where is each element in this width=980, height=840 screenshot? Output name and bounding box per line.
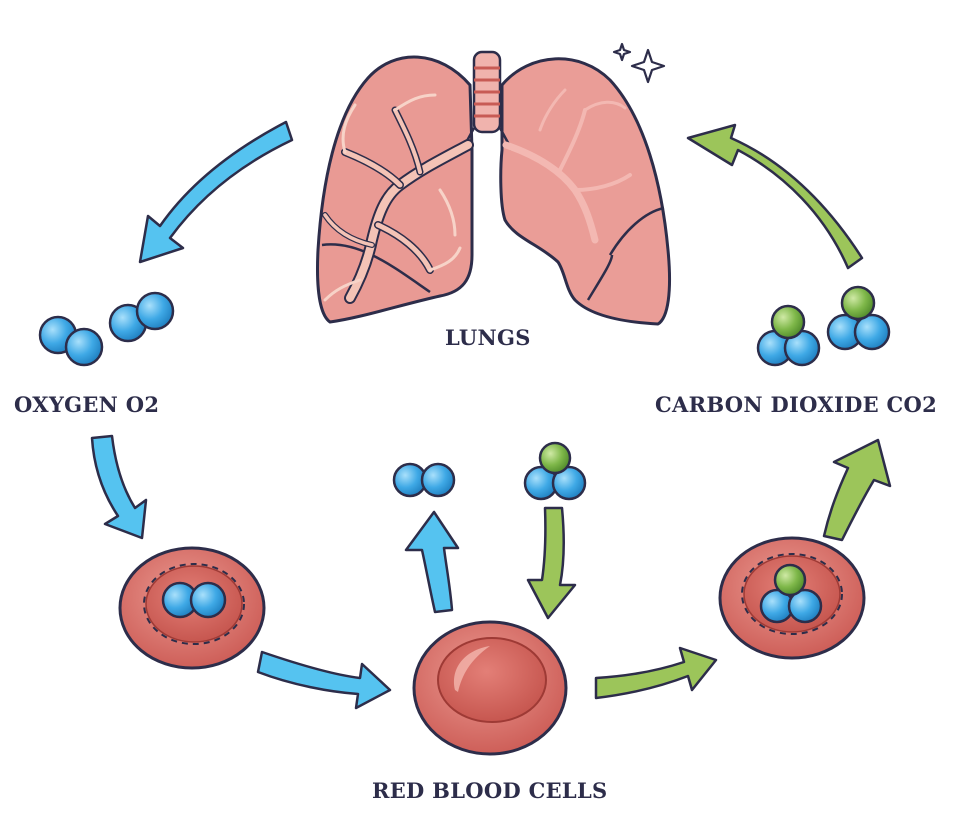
bronchial-tree-right bbox=[502, 88, 632, 244]
arrow-oxygen-to-cell bbox=[90, 434, 148, 540]
arrow-co2-to-center bbox=[526, 506, 577, 620]
oxygen-label: OXYGEN O2 bbox=[14, 392, 160, 417]
co2-molecule bbox=[826, 285, 891, 351]
sparkle-icon bbox=[612, 42, 666, 84]
carbon-dioxide-label: CARBON DIOXIDE CO2 bbox=[655, 392, 938, 417]
lungs-illustration bbox=[316, 42, 672, 326]
red-blood-cell bbox=[412, 620, 568, 756]
bronchial-tree-left bbox=[322, 93, 474, 304]
red-blood-cells-label: RED BLOOD CELLS bbox=[372, 778, 608, 803]
arrow-center-to-o2 bbox=[404, 510, 460, 614]
oxygen-molecule bbox=[392, 462, 456, 498]
lungs-label: LUNGS bbox=[445, 325, 531, 350]
red-blood-cell-co2 bbox=[718, 536, 866, 660]
arrow-cell-to-co2 bbox=[822, 438, 892, 542]
arrow-co2-to-lungs bbox=[686, 123, 864, 270]
red-blood-cell-oxygenated bbox=[118, 546, 266, 670]
oxygen-molecule bbox=[108, 291, 175, 343]
arrow-cell-to-center bbox=[256, 650, 392, 710]
arrow-lungs-to-oxygen bbox=[138, 120, 294, 264]
arrow-center-to-cell bbox=[594, 646, 718, 700]
oxygen-molecule bbox=[38, 315, 104, 367]
co2-molecule bbox=[756, 304, 821, 367]
co2-molecule bbox=[523, 441, 587, 501]
